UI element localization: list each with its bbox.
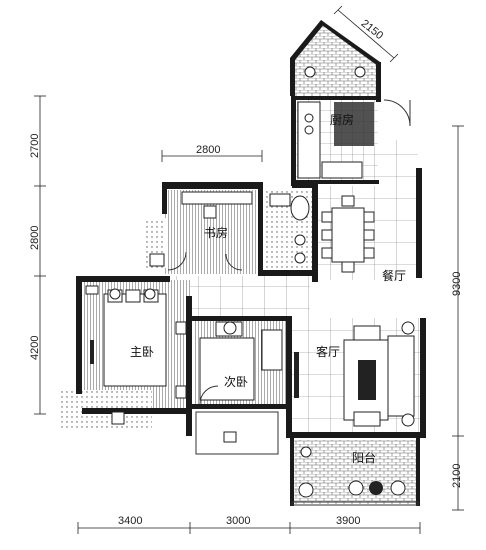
bottom-dimension-2: 3000: [226, 515, 250, 527]
right-dimension-1: 9300: [451, 272, 463, 296]
kitchen-storage: [334, 102, 374, 146]
top-width-dimension: 2800: [196, 144, 220, 156]
second-bedroom-label: 次卧: [224, 375, 248, 389]
left-dimension-3: 4200: [29, 336, 41, 360]
bottom-dimension-3: 3900: [336, 515, 360, 527]
plant-icon: [298, 482, 314, 498]
sofa: [387, 335, 415, 417]
master-bed: [103, 293, 167, 387]
study-desk: [181, 191, 253, 205]
top-diag-dimension: 2150: [359, 18, 386, 43]
dining-table: [331, 207, 365, 263]
second-bed: [199, 337, 255, 401]
toilet-icon: [290, 195, 310, 221]
bay-window-floor: [293, 22, 376, 100]
second-balcony-floor: [195, 411, 279, 455]
kitchen-sink: [321, 161, 363, 179]
study-label: 书房: [204, 225, 228, 240]
stove-icon: [304, 113, 314, 123]
top-diag-dimension-line: [337, 9, 395, 59]
left-dimension-1: 2700: [29, 134, 41, 158]
living-label: 客厅: [316, 344, 340, 359]
right-dimension-2: 2100: [451, 464, 463, 488]
master-bedroom-label: 主卧: [130, 345, 154, 359]
dining-label: 餐厅: [382, 268, 406, 283]
kitchen-counter: [297, 101, 321, 179]
kitchen-label: 厨房: [330, 112, 354, 127]
left-dimension-2: 2800: [29, 226, 41, 250]
bottom-dimension-1: 3400: [118, 515, 142, 527]
balcony-label: 阳台: [352, 450, 376, 465]
